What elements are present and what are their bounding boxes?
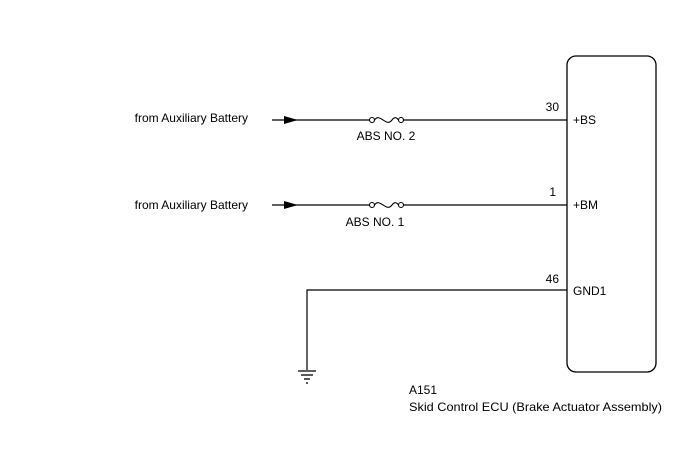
fuse-label-2: ABS NO. 1 (346, 215, 405, 229)
circuit-bs: from Auxiliary Battery ABS NO. 2 30 +BS (135, 100, 596, 143)
circuit-gnd: 46 GND1 (298, 272, 607, 384)
ground-wire (306, 289, 567, 370)
ecu-box (566, 55, 657, 373)
pin-number-2: 1 (549, 185, 556, 199)
circuit-bm: from Auxiliary Battery ABS NO. 1 1 +BM (135, 185, 598, 229)
connector-code: A151 (409, 383, 437, 397)
terminal-label-3: GND1 (573, 284, 607, 298)
source-label-1: from Auxiliary Battery (135, 111, 248, 125)
source-label-2: from Auxiliary Battery (135, 198, 248, 212)
ecu-name: Skid Control ECU (Brake Actuator Assembl… (409, 400, 662, 414)
pin-number-3: 46 (546, 272, 560, 286)
pin-number-1: 30 (546, 100, 560, 114)
terminal-label-2: +BM (573, 198, 598, 212)
fuse-icon (368, 201, 405, 209)
fuse-label-1: ABS NO. 2 (357, 129, 416, 143)
terminal-label-1: +BS (573, 113, 596, 127)
ground-icon (298, 370, 316, 384)
fuse-icon (368, 116, 405, 124)
